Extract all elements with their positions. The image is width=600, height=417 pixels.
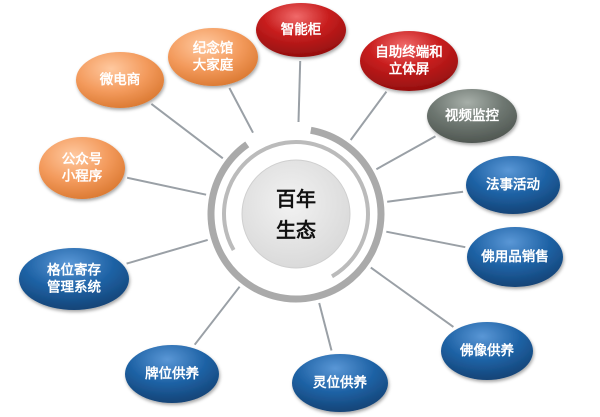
node-bubble-self-service-terminal [360, 31, 458, 91]
node-buddhist-goods-sales: 佛用品销售 [467, 227, 563, 287]
connector-line-video-monitoring [375, 135, 436, 171]
connector-line-storage-management-system [126, 238, 208, 265]
hub-title-line-2: 生态 [276, 218, 316, 242]
hub-outer-ring [207, 126, 385, 303]
node-bubble-smart-cabinet [256, 3, 346, 57]
node-label-self-service-terminal-line-1: 自助终端和 [375, 44, 443, 61]
node-bubble-weibo-shop [76, 52, 164, 108]
connector-line-official-account-miniapp [126, 176, 207, 196]
node-dharma-event: 法事活动 [466, 156, 560, 214]
node-bubble-official-account-miniapp [39, 137, 125, 199]
node-bubble-dharma-event [466, 156, 560, 214]
connector-line-buddhist-goods-sales [386, 230, 466, 249]
node-label-buddhist-goods-sales-line-1: 佛用品销售 [480, 248, 549, 265]
node-label-weibo-shop-line-1: 微电商 [99, 71, 141, 88]
node-bubble-storage-management-system [19, 248, 129, 310]
node-smart-cabinet: 智能柜 [256, 3, 346, 57]
node-label-smart-cabinet-line-1: 智能柜 [281, 21, 322, 38]
node-label-memorial-tablet-offering-line-1: 牌位供养 [145, 365, 199, 382]
node-label-buddha-statue-offering-line-1: 佛像供养 [459, 342, 514, 359]
node-bubble-buddhist-goods-sales [467, 227, 563, 287]
node-memorial-tablet-offering: 牌位供养 [125, 345, 219, 403]
hub-inner-ring [222, 140, 370, 279]
node-label-memorial-hall-family-line-1: 纪念馆 [193, 40, 234, 57]
node-spirit-tablet-offering: 灵位供养 [292, 354, 388, 412]
connector-line-buddha-statue-offering [370, 266, 454, 328]
node-bubble-memorial-hall-family [168, 28, 258, 86]
node-label-official-account-miniapp-line-2: 小程序 [62, 168, 103, 185]
connector-line-memorial-tablet-offering [193, 286, 241, 346]
node-label-dharma-event-line-1: 法事活动 [486, 176, 540, 193]
node-bubble-memorial-tablet-offering [125, 345, 219, 403]
node-label-memorial-hall-family-line-2: 大家庭 [193, 57, 234, 74]
node-bubble-video-monitoring [427, 89, 517, 143]
node-label-storage-management-system-line-1: 格位寄存 [47, 262, 101, 279]
hub-title-line-1: 百年 [276, 187, 316, 211]
connector-lines [126, 60, 466, 351]
hub-core [241, 159, 351, 269]
node-bubble-spirit-tablet-offering [292, 354, 388, 412]
node-weibo-shop: 微电商 [76, 52, 164, 108]
connector-line-dharma-event [387, 190, 464, 203]
connector-line-spirit-tablet-offering [318, 302, 333, 351]
connector-line-self-service-terminal [349, 91, 388, 141]
connector-line-smart-cabinet [297, 60, 302, 123]
node-bubble-buddha-statue-offering [441, 322, 533, 380]
node-label-video-monitoring-line-1: 视频监控 [445, 107, 499, 124]
node-label-storage-management-system-line-2: 管理系统 [47, 279, 101, 296]
node-buddha-statue-offering: 佛像供养 [441, 322, 533, 380]
connector-line-memorial-hall-family [228, 87, 254, 134]
node-label-official-account-miniapp-line-1: 公众号 [62, 152, 103, 168]
node-video-monitoring: 视频监控 [427, 89, 517, 143]
node-label-self-service-terminal-line-2: 立体屏 [389, 61, 430, 78]
hub: 百年 生态 [207, 126, 385, 303]
node-label-spirit-tablet-offering-line-1: 灵位供养 [313, 374, 367, 391]
connector-line-weibo-shop [150, 103, 224, 160]
